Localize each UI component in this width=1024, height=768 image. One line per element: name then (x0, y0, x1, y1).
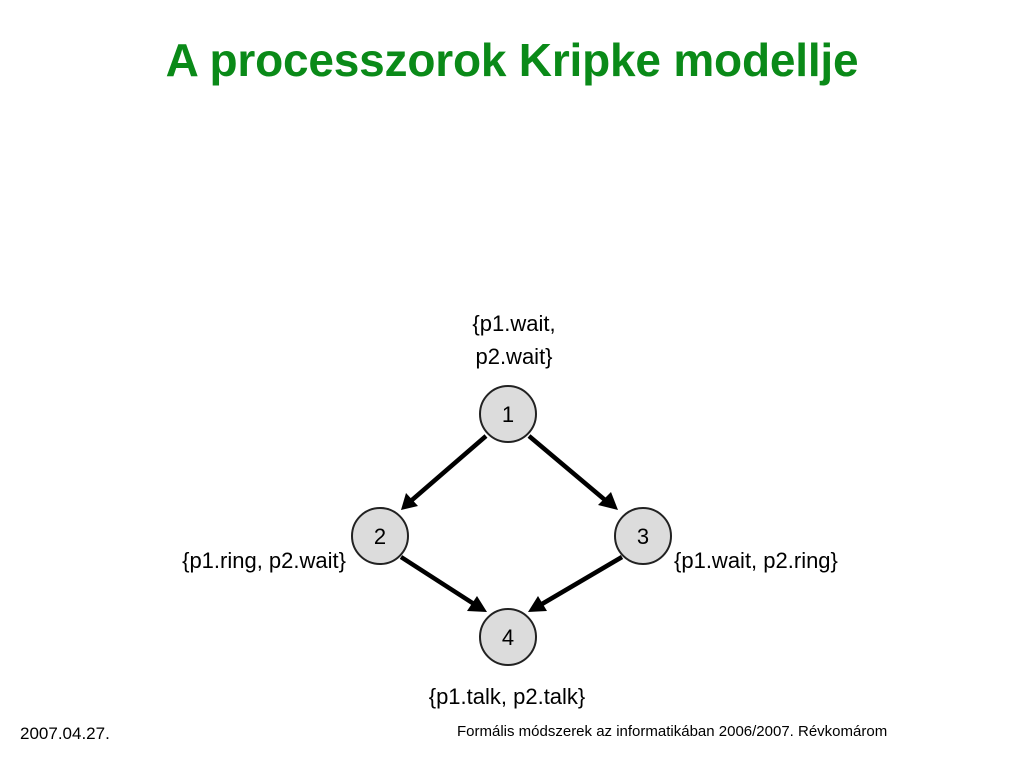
edge-3-4 (540, 555, 624, 606)
node-2-circle (351, 507, 409, 565)
node-1: 1 (479, 385, 537, 443)
state-label-4: {p1.talk, p2.talk} (429, 684, 586, 709)
edge-2-4 (399, 555, 476, 606)
node-1-label: 1 (502, 402, 514, 427)
arrowhead-1-3 (598, 492, 618, 510)
arrowhead-3-4 (528, 596, 547, 612)
node-2: 2 (351, 507, 409, 565)
footer-course: Formális módszerek az informatikában 200… (457, 723, 888, 740)
node-2-label: 2 (374, 524, 386, 549)
node-3-label: 3 (637, 524, 649, 549)
node-1-circle (479, 385, 537, 443)
state-label-1-line2: p2.wait} (475, 344, 552, 369)
slide-title: A processzorok Kripke modellje (165, 34, 859, 86)
node-4: 4 (479, 608, 537, 666)
arrowhead-1-2 (401, 493, 418, 510)
edge-1-2 (410, 434, 488, 502)
node-3: 3 (614, 507, 672, 565)
state-label-1-line1: {p1.wait, (472, 311, 555, 336)
state-label-2: {p1.ring, p2.wait} (182, 548, 346, 573)
node-3-circle (614, 507, 672, 565)
node-4-circle (479, 608, 537, 666)
edge-1-3 (527, 434, 607, 502)
state-label-3: {p1.wait, p2.ring} (674, 548, 838, 573)
edges (399, 434, 624, 612)
footer-date: 2007.04.27. (20, 724, 110, 743)
arrowhead-2-4 (467, 596, 487, 612)
node-4-label: 4 (502, 625, 514, 650)
